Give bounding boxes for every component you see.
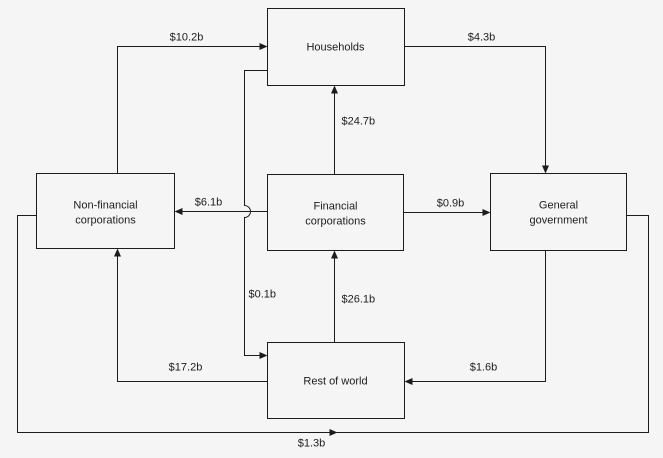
flow-nfc-to-households: $10.2b [117,32,268,174]
node-label-line2: corporations [305,216,366,228]
flow-line [117,253,268,382]
flow-households-to-rest-of-world: $0.1b [244,70,277,359]
arrowhead-up-icon [114,248,121,257]
node-general-government: General government [490,173,627,251]
flow-amount-label: $6.1b [195,197,223,209]
arrowhead-left-icon [404,378,413,385]
node-label-line2: corporations [75,215,136,227]
flow-government-to-rest-of-world: $1.6b [404,250,546,385]
arrowhead-up-icon [331,85,338,94]
node-label-line2: government [529,215,587,227]
arrowhead-down-icon [542,165,549,174]
flow-nfc-to-government: $1.3b [17,215,649,450]
flow-amount-label: $26.1b [342,294,376,306]
flow-rest-of-world-to-nfc: $17.2b [114,248,268,382]
arrowhead-right-icon [482,209,491,216]
arrowhead-right-icon [329,429,338,436]
node-label-line1: Financial [313,201,357,213]
flow-financial-to-households: $24.7b [331,85,376,175]
flow-amount-label: $0.9b [437,198,465,210]
flow-households-to-government: $4.3b [404,32,549,174]
node-label-line1: Non-financial [73,200,137,212]
flow-financial-to-government: $0.9b [403,198,491,216]
flow-amount-label: $0.1b [249,289,277,301]
flow-rest-of-world-to-financial: $26.1b [331,250,376,343]
node-box [36,173,175,249]
arrowhead-right-icon [259,352,268,359]
arrowhead-left-icon [174,208,183,215]
flow-line [244,70,268,356]
flow-line [404,46,546,169]
flow-amount-label: $1.6b [470,362,498,374]
node-financial-corporations: Financial corporations [267,174,404,251]
flow-amount-label: $24.7b [342,116,376,128]
node-box [267,342,405,419]
node-rest-of-world: Rest of world [267,342,405,419]
node-non-financial-corporations: Non-financial corporations [36,173,175,249]
node-box [267,174,404,251]
node-label: Households [306,42,365,54]
node-households: Households [267,8,405,86]
node-box [490,173,627,251]
flow-amount-label: $1.3b [298,438,326,450]
flow-amount-label: $4.3b [468,32,496,44]
flow-amount-label: $17.2b [169,362,203,374]
node-box [267,8,405,86]
node-label: Rest of world [303,376,367,388]
flow-line [409,250,546,382]
flow-financial-to-nfc: $6.1b [174,197,268,215]
flow-amount-label: $10.2b [170,32,204,44]
arrowhead-up-icon [331,250,338,259]
flow-line [117,46,263,174]
node-label-line1: General [539,200,578,212]
arrowhead-right-icon [259,43,268,50]
